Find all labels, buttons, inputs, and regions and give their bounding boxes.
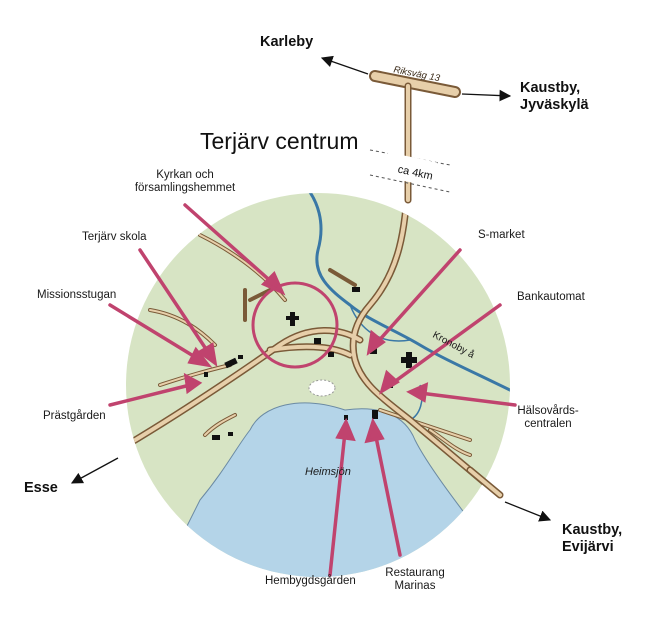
label-halso-line1: Hälsovårds- xyxy=(517,405,579,417)
pond xyxy=(308,379,336,397)
label-halsovardscentralen: Hälsovårds- centralen xyxy=(508,405,588,431)
destination-arrows xyxy=(70,55,552,522)
label-halso-line2: centralen xyxy=(524,418,572,430)
pointer-arrows xyxy=(108,203,517,577)
label-restaurang-line2: Marinas xyxy=(394,580,436,592)
label-restaurang-marinas: Restaurang Marinas xyxy=(375,567,455,593)
church-highlight-circle xyxy=(251,281,339,369)
page-title: Terjärv centrum xyxy=(200,128,359,154)
label-terjarv-skola: Terjärv skola xyxy=(82,231,147,243)
dest-kaustby-jyvaskyla: Kaustby, Jyväskylä xyxy=(520,80,589,114)
distance-break-bg xyxy=(383,152,438,187)
label-missionsstugan: Missionsstugan xyxy=(37,289,117,301)
river-kronoby-a xyxy=(298,193,510,397)
label-restaurang-line1: Restaurang xyxy=(385,567,445,579)
label-prastgarden: Prästgården xyxy=(43,410,106,422)
label-kyrkan-line1: Kyrkan och xyxy=(156,169,214,181)
label-kyrkan-line2: församlingshemmet xyxy=(134,182,236,194)
dest-kaustby-evijarvi-line1: Kaustby, xyxy=(562,522,623,538)
dest-karleby: Karleby xyxy=(260,34,314,50)
medical-cross-icon xyxy=(401,352,417,368)
label-bankautomat: Bankautomat xyxy=(517,291,585,303)
label-hembygdsgarden: Hembygdsgården xyxy=(265,575,356,587)
dest-esse: Esse xyxy=(24,480,58,496)
lake-heimsjon xyxy=(149,402,501,577)
dest-kaustby-jyvaskyla-line1: Kaustby, xyxy=(520,80,581,96)
dest-kaustby-evijarvi: Kaustby, Evijärvi xyxy=(562,522,622,556)
church-cross-icon xyxy=(286,312,299,326)
dest-kaustby-jyvaskyla-line2: Jyväskylä xyxy=(520,97,589,113)
label-kyrkan: Kyrkan och församlingshemmet xyxy=(120,169,250,195)
lake-label: Heimsjön xyxy=(305,466,351,478)
label-s-market: S-market xyxy=(478,229,525,241)
dest-kaustby-evijarvi-line2: Evijärvi xyxy=(562,539,614,555)
